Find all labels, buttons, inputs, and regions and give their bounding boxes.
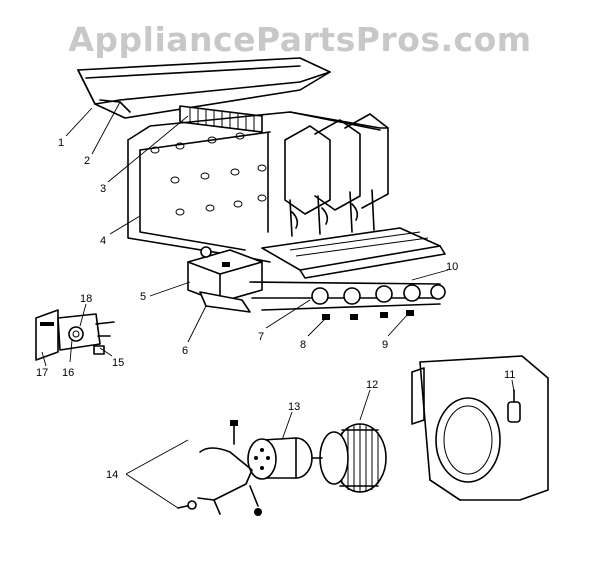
callout-12: 12 (366, 379, 378, 391)
callout-4: 4 (100, 235, 106, 247)
callout-labels: 1 2 3 4 5 6 7 8 9 10 11 12 13 14 15 16 1… (36, 137, 515, 481)
callout-14: 14 (106, 469, 118, 481)
callout-16: 16 (62, 367, 74, 379)
callout-15: 15 (112, 357, 124, 369)
callout-17: 17 (36, 367, 48, 379)
callout-9: 9 (382, 339, 388, 351)
callout-18: 18 (80, 293, 92, 305)
callout-6: 6 (182, 345, 188, 357)
blower-motor (247, 437, 323, 480)
blower-housing (411, 355, 549, 501)
main-housing (127, 111, 389, 263)
blower-wheel (319, 423, 387, 493)
burner-manifold (249, 281, 446, 320)
callout-2: 2 (84, 155, 90, 167)
callout-1: 1 (58, 137, 64, 149)
burner-tray (261, 227, 446, 279)
control-module (35, 309, 115, 361)
motor-mount (177, 420, 262, 516)
callout-3: 3 (100, 183, 106, 195)
leader-lines (41, 101, 515, 509)
gas-valve (187, 246, 263, 313)
callout-13: 13 (288, 401, 300, 413)
top-cover-panel (77, 57, 331, 119)
callout-8: 8 (300, 339, 306, 351)
callout-7: 7 (258, 331, 264, 343)
callout-10: 10 (446, 261, 458, 273)
callout-11: 11 (504, 369, 515, 381)
callout-5: 5 (140, 291, 146, 303)
